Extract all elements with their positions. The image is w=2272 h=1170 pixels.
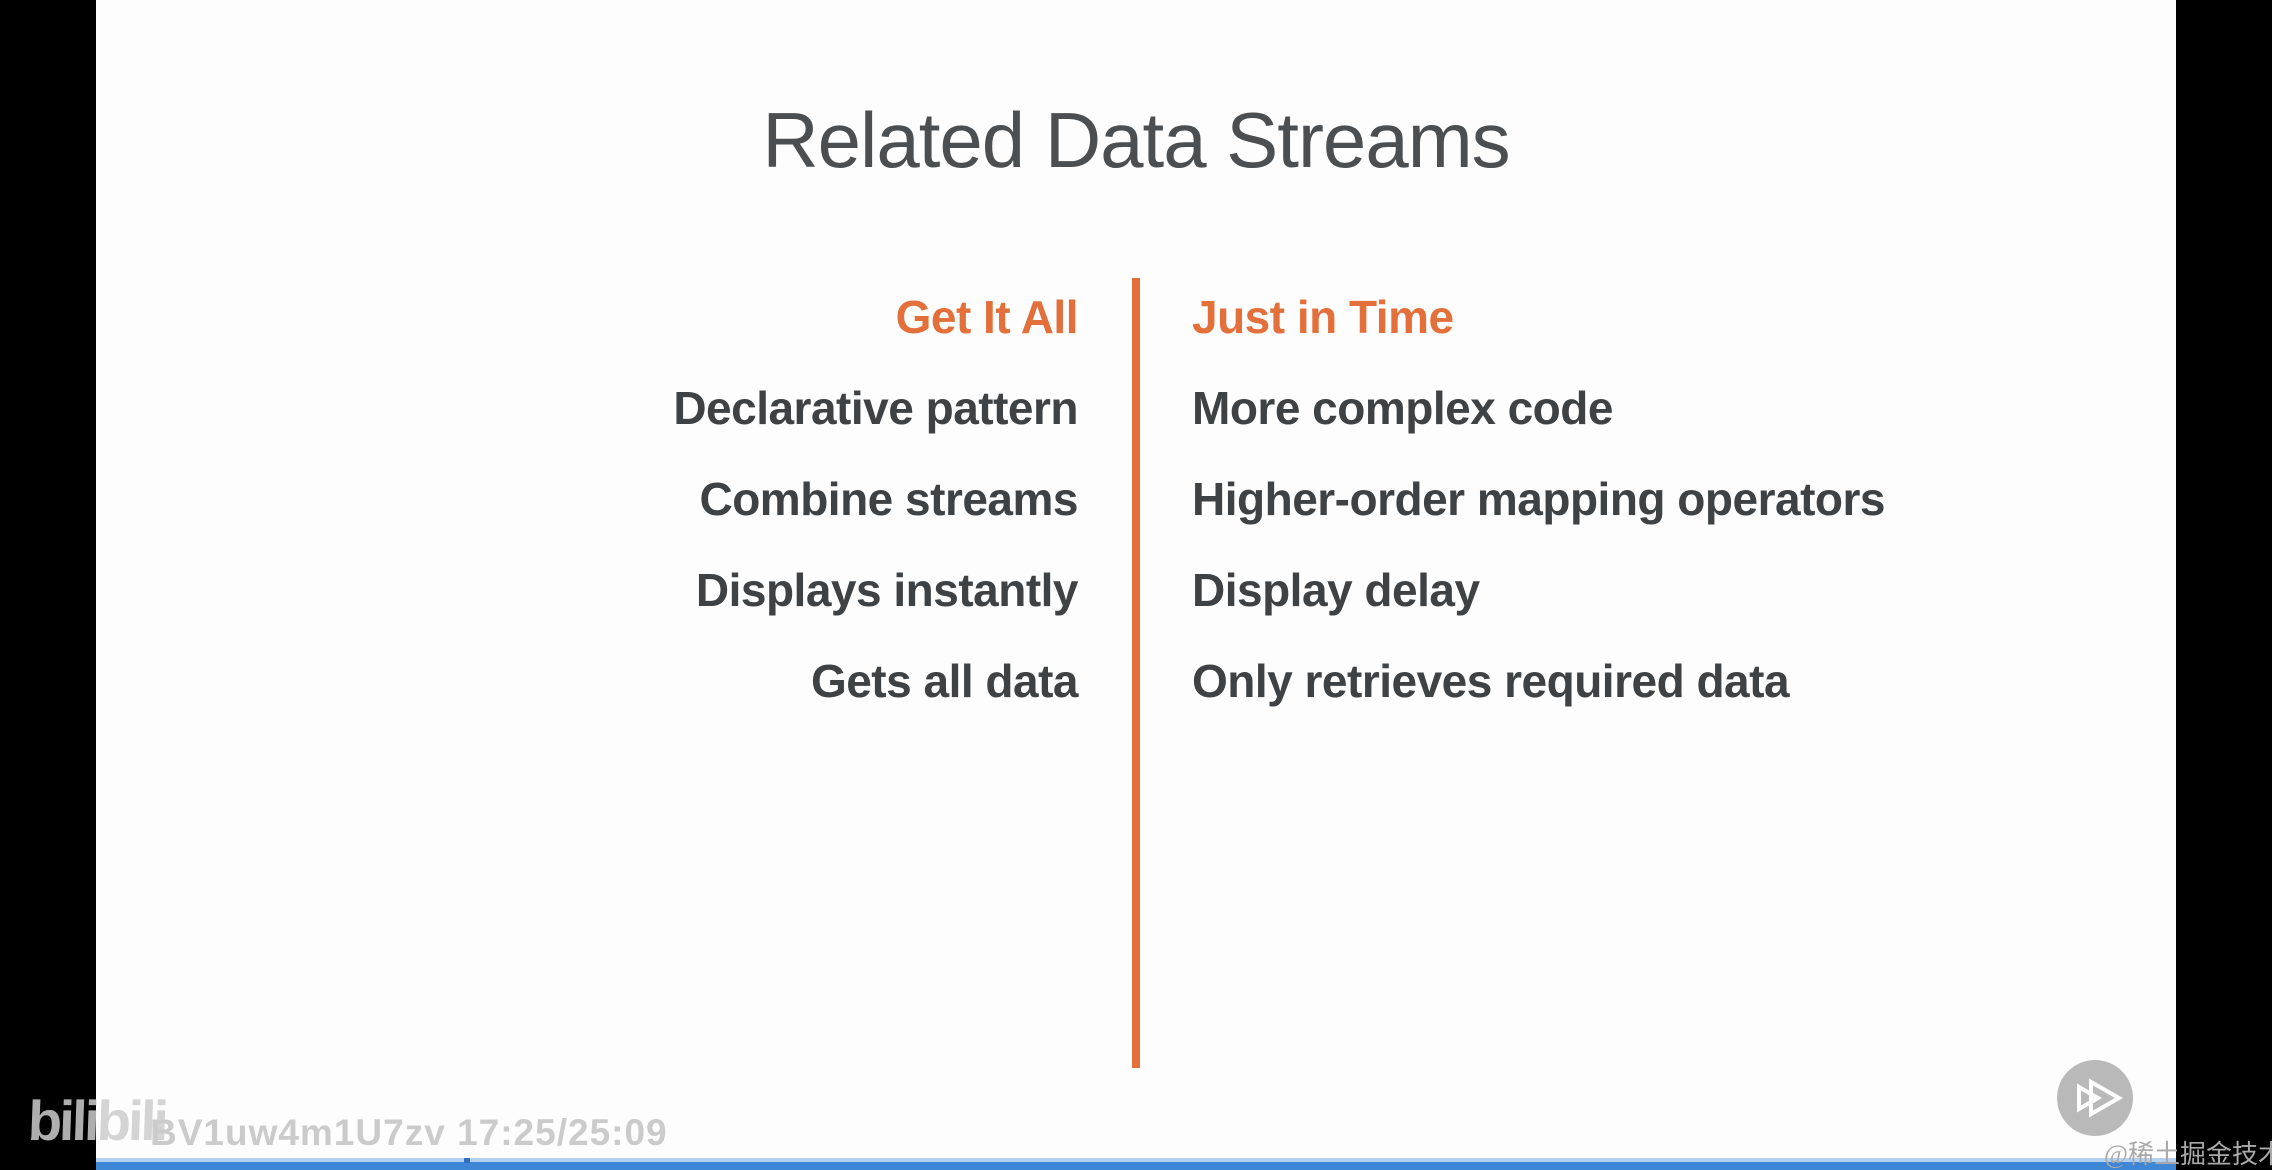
video-id: BV1uw4m1U7zv bbox=[150, 1112, 446, 1153]
play-badge-svg bbox=[2057, 1060, 2133, 1136]
video-progress-bar[interactable] bbox=[96, 1158, 2176, 1170]
list-item: Combine streams bbox=[699, 473, 1078, 525]
video-id-watermark: BV1uw4m1U7zv 17:25/25:09 bbox=[150, 1112, 668, 1154]
community-watermark: @稀土掘金技术社区 bbox=[2104, 1140, 2272, 1169]
list-item: Higher-order mapping operators bbox=[1192, 473, 1885, 525]
progress-track bbox=[96, 1162, 2176, 1170]
list-item: Declarative pattern bbox=[673, 382, 1078, 434]
list-item: Only retrieves required data bbox=[1192, 655, 1790, 707]
letterbox-bar-right bbox=[2176, 0, 2272, 1170]
column-just-in-time: Just in Time More complex code Higher-or… bbox=[1192, 272, 2112, 727]
progress-track-highlight bbox=[96, 1158, 2176, 1162]
list-item: Display delay bbox=[1192, 564, 1480, 616]
bilibili-logo: bilibili bbox=[26, 1089, 167, 1152]
progress-marker bbox=[464, 1158, 470, 1163]
column-divider bbox=[1132, 278, 1140, 1068]
video-time-display: 17:25/25:09 bbox=[457, 1112, 668, 1153]
slide-title: Related Data Streams bbox=[762, 96, 1510, 184]
list-item: Gets all data bbox=[810, 655, 1079, 707]
column-get-it-all: Get It All Declarative pattern Combine s… bbox=[96, 272, 1078, 727]
list-item: More complex code bbox=[1192, 382, 1613, 434]
column-header-right: Just in Time bbox=[1192, 291, 1454, 343]
list-item: Displays instantly bbox=[695, 564, 1079, 616]
letterbox-bar-left bbox=[0, 0, 96, 1170]
column-header-left: Get It All bbox=[895, 291, 1079, 343]
pluralsight-play-icon bbox=[2055, 1058, 2135, 1138]
